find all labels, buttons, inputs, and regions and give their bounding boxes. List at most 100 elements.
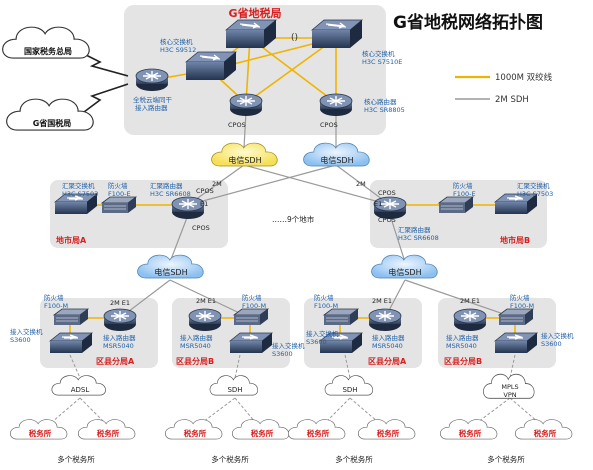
ext-router-label: 全税云端同干 (133, 95, 173, 104)
core-router-right-model: H3C SR8805 (364, 106, 405, 114)
legend-2m-label: 2M SDH (495, 95, 529, 105)
district-1-label: 区县分局A (96, 356, 135, 366)
ext-router-icon (135, 68, 169, 92)
district-1-router-label: 接入路由器 (103, 333, 136, 342)
tax-office-label: 税务所 (459, 428, 482, 438)
city-b-label: 地市局B (500, 235, 530, 245)
city-b-sw-label: 汇聚交换机 (517, 181, 550, 190)
many-offices-label: 多个税务所 (487, 454, 525, 464)
tax-office-label: 税务所 (184, 428, 207, 438)
district-1-router-model: MSR5040 (103, 342, 134, 350)
district-4-label: 区县分局B (444, 356, 482, 366)
tax-office-label: 税务所 (377, 428, 400, 438)
district-1-e1: 2M E1 (110, 299, 130, 307)
core-switch-middle-icon (185, 51, 237, 81)
district-3-sw-model: S3600 (306, 338, 327, 346)
hq-cpos-right: CPOS (320, 121, 338, 129)
tax-office-label: 税务所 (29, 428, 52, 438)
district-4-sw-label: 接入交换机 (541, 331, 574, 340)
district-2-switch-icon (229, 332, 273, 354)
district-1-fw-model: F100-M (44, 302, 68, 310)
district-2-firewall-icon (233, 308, 269, 326)
district-2-router-label: 接入路由器 (180, 333, 213, 342)
national-bureau-label: 国家税务总局 (24, 46, 72, 56)
city-a-sw-model: H3C S7503 (62, 190, 98, 198)
city-b-firewall-icon (438, 196, 474, 214)
district-3-label: 区县分局A (368, 356, 407, 366)
many-offices-label: 多个税务所 (335, 454, 373, 464)
district-3: 防火墙 F100-M 2M E1 接入路由器 MSR5040 接入交换机 S36… (306, 293, 407, 366)
city-a-fw-label: 防火墙 (108, 181, 128, 190)
tax-office-clouds (9, 419, 573, 440)
district-2-router-model: MSR5040 (180, 342, 211, 350)
city-b-2m: 2M (356, 180, 366, 188)
district-2-sw-model: S3600 (272, 350, 293, 358)
city-b-sw-model: H3C S7503 (517, 190, 553, 198)
telecom-sdh-label-2: 电信SDH (320, 155, 353, 165)
core-router-right-icon (319, 93, 353, 117)
city-a-router-label: 汇聚路由器 (150, 181, 183, 190)
district-4-firewall-icon (498, 308, 534, 326)
tax-office-label: 税务所 (307, 428, 330, 438)
cities-note: ……9个地市 (272, 214, 315, 224)
core-switch-right-icon (311, 19, 363, 49)
city-b-e1: E1 (374, 200, 382, 208)
district-1-sw-model: S3600 (10, 336, 31, 344)
core-sw-right-model: H3C S7510E (362, 58, 402, 66)
district-4-fw-label: 防火墙 (510, 293, 530, 302)
telecom-sdh-label-3: 电信SDH (154, 267, 187, 277)
many-offices-label: 多个税务所 (57, 454, 95, 464)
district-3-fw-label: 防火墙 (314, 293, 334, 302)
district-4: 防火墙 F100-M 2M E1 接入路由器 MSR5040 接入交换机 S36… (444, 293, 574, 366)
core-sw-right-label: 核心交换机 (362, 49, 395, 58)
city-b-router-label: 汇聚路由器 (398, 225, 431, 234)
adsl-label: ADSL (71, 386, 90, 394)
district-1-sw-label: 接入交换机 (10, 327, 43, 336)
district-1-fw-label: 防火墙 (44, 293, 64, 302)
district-3-fw-model: F100-M (314, 302, 338, 310)
tax-office-label: 税务所 (97, 428, 120, 438)
many-offices-label: 多个税务所 (211, 454, 249, 464)
tax-office-label: 税务所 (534, 428, 557, 438)
external-links (79, 51, 129, 116)
core-router-right-label: 核心路由器 (364, 97, 397, 106)
district-1-switch-icon (49, 332, 93, 354)
district-3-router-label: 接入路由器 (372, 333, 405, 342)
city-a-2m: 2M (212, 180, 222, 188)
city-b-cpos: CPOS (378, 189, 396, 197)
district-3-router-model: MSR5040 (372, 342, 403, 350)
core-sw-left-label: 核心交换机 (160, 37, 193, 46)
district-4-router-icon (453, 308, 487, 332)
city-b-router-model: H3C SR6608 (398, 234, 439, 242)
legend-1000m-label: 1000M 双绞线 (495, 72, 553, 83)
district-2-router-icon (188, 308, 222, 332)
district-3-router-icon (368, 308, 402, 332)
city-a-sw-label: 汇聚交换机 (62, 181, 95, 190)
tax-office-label: 税务所 (251, 428, 274, 438)
core-switch-left-icon (225, 19, 277, 49)
core-sw-left-model: H3C S9512 (160, 46, 196, 54)
city-a-firewall-icon (101, 196, 137, 214)
telecom-sdh-label-4: 电信SDH (388, 267, 421, 277)
district-2-fw-label: 防火墙 (242, 293, 262, 302)
district-4-fw-model: F100-M (510, 302, 534, 310)
city-b-fw-label: 防火墙 (453, 181, 473, 190)
city-a-label: 地市局A (56, 235, 87, 245)
wan-2m-links (119, 111, 516, 319)
city-a-router-model: H3C SR6608 (150, 190, 191, 198)
city-a-cpos: CPOS (196, 187, 214, 195)
district-3-sw-label: 接入交换机 (306, 329, 339, 338)
city-a-cpos-2: CPOS (192, 224, 210, 232)
hq-cpos-left: CPOS (228, 121, 246, 129)
city-b-fw-model: F100-E (453, 190, 476, 198)
district-1: 防火墙 F100-M 2M E1 接入路由器 MSR5040 接入交换机 S36… (10, 293, 137, 366)
telecom-sdh-label-1: 电信SDH (228, 155, 261, 165)
core-router-left-icon (229, 93, 263, 117)
district-3-firewall-icon (323, 308, 359, 326)
district-2: 防火墙 F100-M 2M E1 接入路由器 MSR5040 接入交换机 S36… (176, 293, 305, 366)
sdh-label-b: SDH (342, 386, 357, 394)
district-1-router-icon (103, 308, 137, 332)
sdh-label-a: SDH (227, 386, 242, 394)
